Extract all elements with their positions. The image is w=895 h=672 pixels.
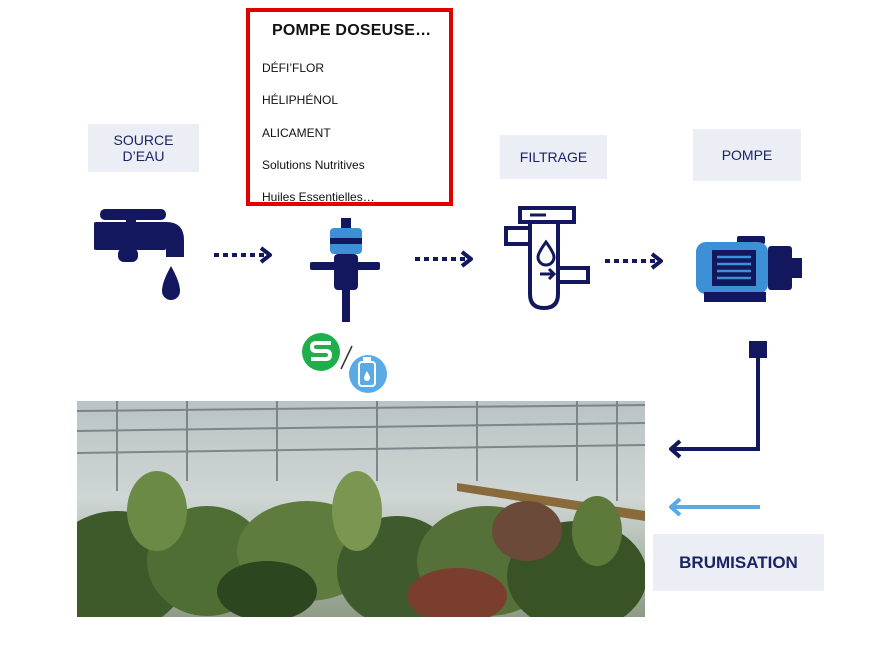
filter-icon <box>504 206 590 311</box>
dropdown-item-huiles-essentielles[interactable]: Huiles Essentielles… <box>262 190 375 204</box>
dropdown-title: POMPE DOSEUSE… <box>272 22 432 39</box>
dosing-pump-icon <box>310 218 380 322</box>
flow-arrow-3 <box>605 252 663 270</box>
dropdown-item-alicament[interactable]: ALICAMENT <box>262 126 331 140</box>
oil-bottle-icon <box>349 355 387 393</box>
brumisation-label: BRUMISATION <box>653 534 824 591</box>
mist-arrow <box>669 497 760 517</box>
flow-arrow-1 <box>214 246 272 264</box>
green-s-logo-icon <box>302 333 340 371</box>
water-tap-icon <box>94 209 184 300</box>
pompe-label: POMPE <box>693 129 801 181</box>
dosing-pump-dropdown[interactable]: POMPE DOSEUSE… DÉFI’FLOR HÉLIPHÉNOL ALIC… <box>246 8 453 206</box>
dropdown-item-defiflor[interactable]: DÉFI’FLOR <box>262 61 325 75</box>
source-label: SOURCE D’EAU <box>88 124 199 172</box>
greenhouse-photo <box>77 401 645 617</box>
dropdown-item-solutions-nutritives[interactable]: Solutions Nutritives <box>262 158 365 172</box>
slash-separator <box>340 345 353 370</box>
flow-arrow-2 <box>415 250 473 268</box>
pipe-arrow <box>669 341 767 459</box>
dropdown-item-heliphenol[interactable]: HÉLIPHÉNOL <box>262 93 339 107</box>
pump-motor-icon <box>696 236 802 302</box>
filtrage-label: FILTRAGE <box>500 135 607 179</box>
